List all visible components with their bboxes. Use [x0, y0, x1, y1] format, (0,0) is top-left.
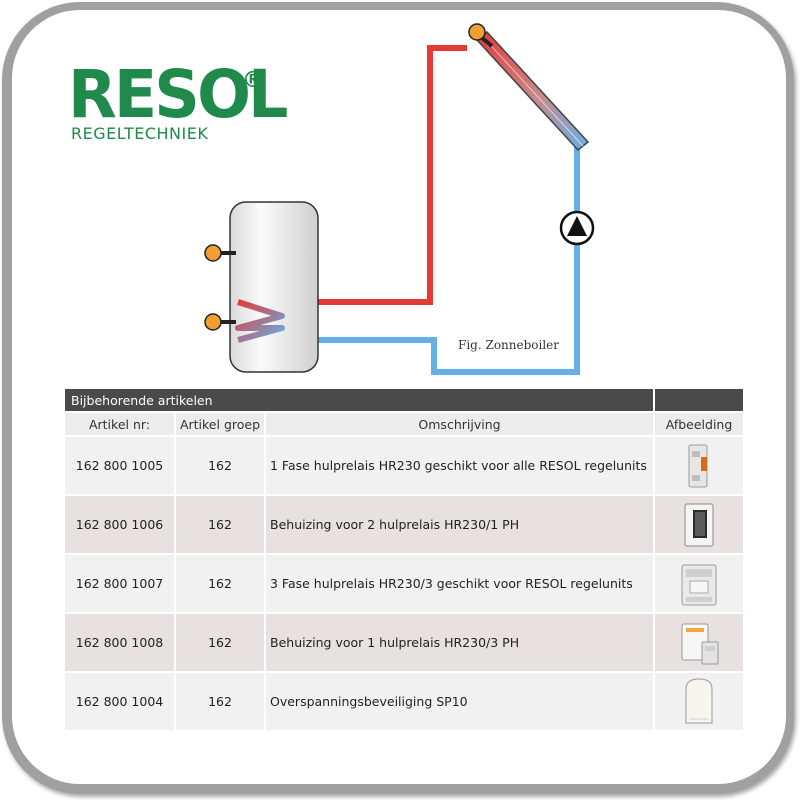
cold-pipe [242, 138, 582, 377]
heat-exchanger-coil [235, 299, 285, 343]
brand-logo: RESOL [68, 56, 288, 133]
document-card: RESOL ® REGELTECHNIEK Fig. Zonneboiler B… [12, 10, 786, 784]
cell-description: Behuizing voor 2 hulprelais HR230/1 PH [264, 494, 655, 555]
storage-tank [229, 201, 319, 373]
surge-protector-icon [685, 677, 713, 723]
solar-boiler-diagram [204, 23, 595, 377]
tank-sensor-bottom-icon [204, 313, 236, 331]
table-row: 162 800 1007 162 3 Fase hulprelais HR230… [63, 553, 745, 614]
registered-mark: ® [242, 68, 264, 93]
table-row: 162 800 1006 162 Behuizing voor 2 hulpre… [63, 494, 745, 555]
table-row: 162 800 1008 162 Behuizing voor 1 hulpre… [63, 612, 745, 673]
column-header-row: Artikel nr: Artikel groep Omschrijving A… [63, 411, 745, 437]
cell-article-group: 162 [174, 671, 266, 732]
header-description: Omschrijving [264, 411, 655, 437]
cell-image [653, 612, 745, 673]
solar-collector-panel [475, 30, 590, 152]
tank-sensor-top-icon [204, 244, 236, 262]
table-title: Bijbehorende artikelen [63, 387, 655, 413]
accessories-table: Bijbehorende artikelen Artikel nr: Artik… [63, 387, 745, 732]
header-article-nr: Artikel nr: [63, 411, 176, 437]
table-row: 162 800 1004 162 Overspanningsbeveiligin… [63, 671, 745, 732]
collector-sensor-icon [468, 23, 494, 48]
figure-caption: Fig. Zonneboiler [458, 338, 560, 352]
three-phase-relay-icon [681, 564, 717, 605]
cell-article-nr: 162 800 1007 [63, 553, 176, 614]
hot-pipe [237, 43, 467, 307]
cell-image [653, 553, 745, 614]
cell-image [653, 494, 745, 555]
table-title-row: Bijbehorende artikelen [63, 387, 745, 413]
small-enclosure-icon [681, 623, 719, 664]
cell-article-nr: 162 800 1005 [63, 435, 176, 496]
cell-article-group: 162 [174, 494, 266, 555]
header-image: Afbeelding [653, 411, 745, 437]
table-title-spacer [653, 387, 745, 413]
cell-article-nr: 162 800 1004 [63, 671, 176, 732]
relay-module-icon [688, 444, 708, 487]
cell-article-group: 162 [174, 435, 266, 496]
enclosure-icon [684, 503, 714, 546]
pump-icon [559, 210, 595, 246]
table-row: 162 800 1005 162 1 Fase hulprelais HR230… [63, 435, 745, 496]
brand-subtitle: REGELTECHNIEK [71, 124, 209, 143]
cell-image [653, 435, 745, 496]
cell-article-nr: 162 800 1008 [63, 612, 176, 673]
cell-description: Behuizing voor 1 hulprelais HR230/3 PH [264, 612, 655, 673]
cell-description: Overspanningsbeveiliging SP10 [264, 671, 655, 732]
cell-article-group: 162 [174, 553, 266, 614]
cell-image [653, 671, 745, 732]
cell-description: 1 Fase hulprelais HR230 geschikt voor al… [264, 435, 655, 496]
cell-article-nr: 162 800 1006 [63, 494, 176, 555]
cell-description: 3 Fase hulprelais HR230/3 geschikt voor … [264, 553, 655, 614]
cell-article-group: 162 [174, 612, 266, 673]
header-article-group: Artikel groep [174, 411, 266, 437]
